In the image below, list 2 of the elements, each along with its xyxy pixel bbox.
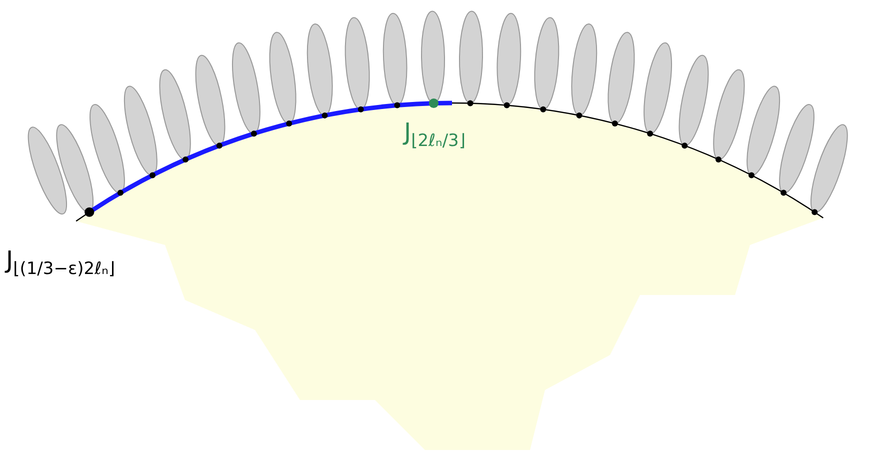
math-label: J$_{⌊(1/3−ε)2ℓₙ⌋}$ <box>6 246 116 279</box>
math-label: J$_{⌊2ℓₙ/3⌋}$ <box>404 118 466 151</box>
